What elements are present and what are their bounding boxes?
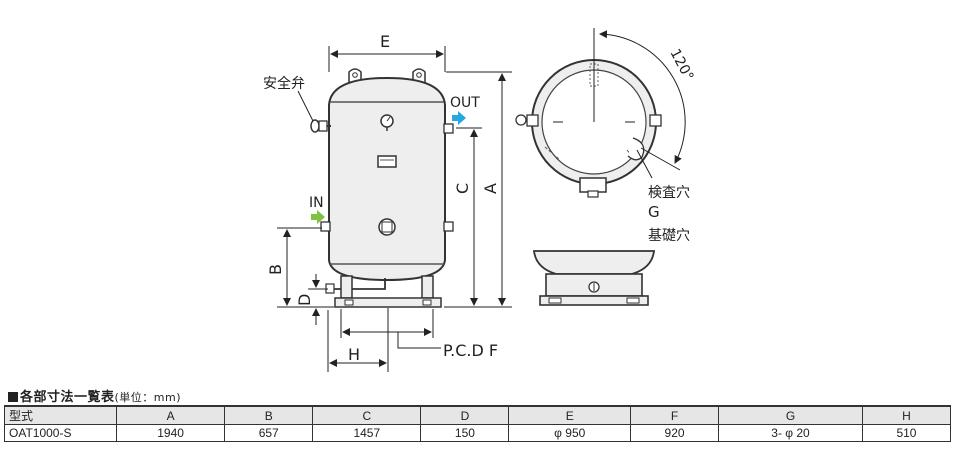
label-safety-valve: 安全弁 <box>263 75 305 92</box>
label-dim-e: E <box>380 32 390 51</box>
table-title: 各部寸法一覧表(単位：mm) <box>8 386 181 405</box>
support-leg-right <box>421 275 434 299</box>
col-header-h: H <box>861 405 952 425</box>
square-bullet-icon <box>8 392 18 402</box>
label-dim-a: A <box>481 183 500 194</box>
base-detail-view <box>532 250 656 306</box>
tank-shell <box>328 76 446 282</box>
cell-model: OAT1000-S <box>4 424 117 442</box>
col-header-e: E <box>508 405 632 425</box>
cell-e: φ 950 <box>508 424 632 442</box>
label-inspection-hole: 検査穴 <box>648 185 690 201</box>
manhole-icon <box>378 218 396 236</box>
tank-dimension-drawing: 安全弁 OUT IN E A C B D H P.C.D F 120° 検査穴 … <box>263 28 696 372</box>
col-header-b: B <box>224 405 314 425</box>
col-header-c: C <box>312 405 422 425</box>
col-header-a: A <box>115 405 226 425</box>
col-header-model: 型式 <box>4 405 117 425</box>
cell-g: 3- φ 20 <box>718 424 863 442</box>
table-title-text: 各部寸法一覧表 <box>20 390 115 405</box>
col-header-f: F <box>630 405 720 425</box>
cell-a: 1940 <box>115 424 226 442</box>
table-header-row: 型式 A B C D E F G H <box>4 405 952 425</box>
out-arrow-icon <box>452 111 466 125</box>
label-dim-d: D <box>295 294 314 306</box>
base-plate <box>334 297 442 308</box>
label-g: G <box>648 203 660 221</box>
nameplate <box>377 155 397 168</box>
label-out: OUT <box>450 95 480 111</box>
dimension-lines <box>277 46 512 372</box>
support-leg-left <box>340 275 353 299</box>
col-header-g: G <box>718 405 863 425</box>
label-dim-h: H <box>348 345 360 364</box>
label-dim-c: C <box>453 183 472 194</box>
label-angle: 120° <box>666 46 696 83</box>
tank-side-view <box>310 68 466 308</box>
label-in: IN <box>309 195 324 211</box>
cell-f: 920 <box>630 424 720 442</box>
table-row: OAT1000-S 1940 657 1457 150 φ 950 920 3-… <box>4 424 952 442</box>
inlet-nozzle <box>320 221 331 232</box>
dimension-table: 型式 A B C D E F G H OAT1000-S 1940 657 14… <box>4 405 952 442</box>
cell-b: 657 <box>224 424 314 442</box>
cell-h: 510 <box>861 424 952 442</box>
cell-d: 150 <box>420 424 510 442</box>
outlet-nozzle <box>443 123 454 134</box>
cell-c: 1457 <box>312 424 422 442</box>
tank-top-view <box>515 28 686 198</box>
in-arrow-icon <box>311 210 325 224</box>
table-unit: (単位：mm) <box>114 391 182 404</box>
label-foundation-hole: 基礎穴 <box>648 227 690 244</box>
label-dim-b: B <box>266 264 285 275</box>
col-header-d: D <box>420 405 510 425</box>
pressure-gauge-icon <box>380 114 394 131</box>
label-pcd: P.C.D F <box>443 341 498 360</box>
safety-valve-icon <box>310 119 331 133</box>
